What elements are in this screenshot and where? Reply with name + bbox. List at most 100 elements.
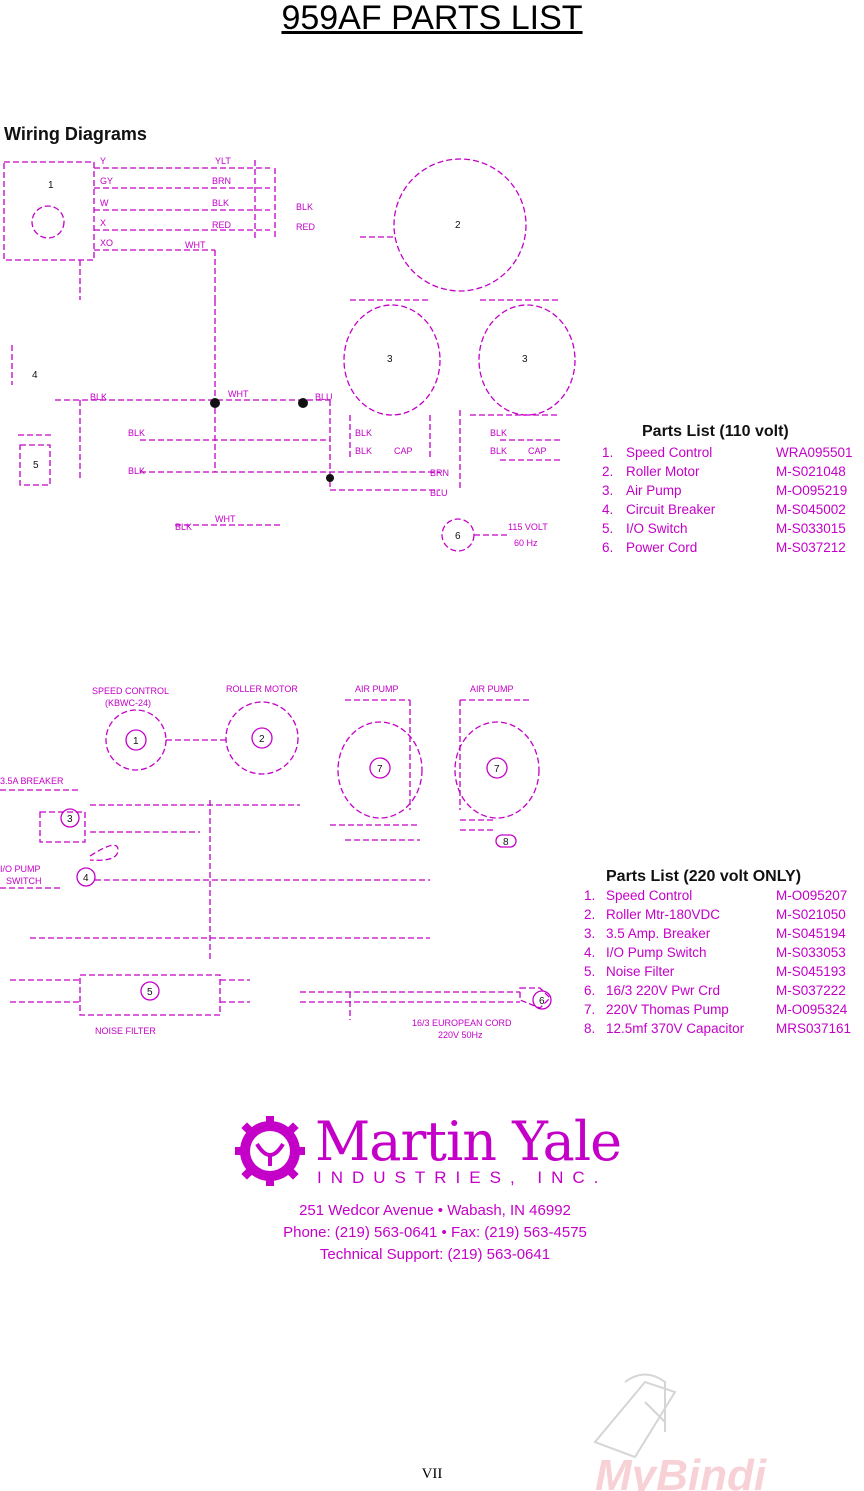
parts-list-row: 3. Air Pump M-O095219 [600,483,864,502]
part-num: 2. [602,464,614,479]
part-num: 6. [584,983,596,998]
part-part: M-S045194 [776,926,846,941]
mybindi-watermark: MyBindi [593,1373,767,1491]
svg-text:8: 8 [503,837,509,848]
svg-text:BLU: BLU [430,488,448,498]
svg-text:CAP: CAP [528,446,547,456]
svg-text:220V 50Hz: 220V 50Hz [438,1030,483,1040]
svg-text:4: 4 [83,873,89,884]
company-contact: 251 Wedcor Avenue • Wabash, IN 46992 Pho… [235,1200,635,1266]
svg-text:2: 2 [259,734,265,745]
parts-list-220v-heading: Parts List (220 volt ONLY) [606,868,802,885]
svg-text:5: 5 [147,987,153,998]
svg-text:GY: GY [100,176,113,186]
part-name: 12.5mf 370V Capacitor [606,1021,745,1036]
svg-text:WHT: WHT [185,240,206,250]
svg-text:SWITCH: SWITCH [6,876,42,886]
svg-text:115 VOLT: 115 VOLT [508,522,548,532]
svg-text:1: 1 [133,736,139,747]
part-name: I/O Pump Switch [606,945,707,960]
svg-text:BLK: BLK [355,446,372,456]
part-part: M-O095219 [776,483,848,498]
company-phone: Phone: (219) 563-0641 • Fax: (219) 563-4… [283,1224,587,1241]
part-part: MRS037161 [776,1021,852,1036]
svg-text:BLK: BLK [296,202,313,212]
part-name: Circuit Breaker [626,502,716,517]
part-part: M-S021048 [776,464,846,479]
svg-text:ROLLER MOTOR: ROLLER MOTOR [226,684,298,694]
part-num: 8. [584,1021,596,1036]
svg-text:AIR PUMP: AIR PUMP [355,684,399,694]
svg-text:3.5A BREAKER: 3.5A BREAKER [0,776,64,786]
svg-text:7: 7 [494,764,500,775]
part-num: 6. [602,540,614,555]
svg-text:SPEED CONTROL: SPEED CONTROL [92,686,169,696]
svg-text:3: 3 [522,354,528,365]
part-part: M-S045193 [776,964,846,979]
svg-text:BLK: BLK [128,428,145,438]
svg-text:I/O PUMP: I/O PUMP [0,864,41,874]
martin-yale-logo: Martin Yale INDUSTRIES, INC. 251 Wedcor … [235,1110,635,1270]
svg-text:AIR PUMP: AIR PUMP [470,684,514,694]
svg-text:X: X [100,218,106,228]
svg-text:6: 6 [539,996,545,1007]
company-support: Technical Support: (219) 563-0641 [319,1246,551,1263]
part-name: Power Cord [626,540,698,555]
svg-text:XO: XO [100,238,113,248]
svg-text:BLK: BLK [128,466,145,476]
wiring-diagram-220v: SPEED CONTROL (KBWC-24) ROLLER MOTOR AIR… [0,684,552,1040]
svg-text:Y: Y [100,156,106,166]
part-name: 16/3 220V Pwr Crd [606,983,721,998]
svg-text:7: 7 [377,764,383,775]
svg-text:WHT: WHT [215,514,236,524]
part-part: M-S037222 [776,983,846,998]
part-part: WRA095501 [776,445,853,460]
svg-text:RED: RED [212,220,232,230]
svg-text:CAP: CAP [394,446,413,456]
part-num: 1. [602,445,614,460]
part-name: Air Pump [626,483,682,498]
svg-text:4: 4 [32,370,38,381]
part-num: 3. [584,926,596,941]
svg-text:16/3 EUROPEAN CORD: 16/3 EUROPEAN CORD [412,1018,512,1028]
svg-text:(KBWC-24): (KBWC-24) [105,698,151,708]
svg-text:3: 3 [387,354,393,365]
svg-text:6: 6 [455,531,461,542]
part-part: M-S045002 [776,502,846,517]
svg-text:WHT: WHT [228,389,249,399]
page-number: VII [421,1466,443,1482]
svg-text:BRN: BRN [430,468,449,478]
svg-text:5: 5 [33,460,39,471]
part-name: Roller Mtr-180VDC [606,907,721,922]
svg-text:BLU: BLU [315,392,333,402]
svg-text:YLT: YLT [215,156,231,166]
svg-text:BLK: BLK [490,428,507,438]
svg-text:60 Hz: 60 Hz [514,538,538,548]
page-title: 959AF PARTS LIST [281,0,583,37]
part-name: I/O Switch [626,521,688,536]
svg-text:BRN: BRN [212,176,231,186]
svg-text:W: W [100,198,109,208]
company-address: 251 Wedcor Avenue • Wabash, IN 46992 [299,1202,571,1219]
part-part: M-O095324 [776,1002,848,1017]
part-num: 3. [602,483,614,498]
logo-name: Martin Yale [315,1110,622,1173]
part-name: Speed Control [606,888,693,903]
svg-text:BLK: BLK [355,428,372,438]
wiring-diagrams-heading: Wiring Diagrams [4,124,147,144]
svg-text:BLK: BLK [490,446,507,456]
part-name: Noise Filter [606,964,675,979]
part-part: M-S033053 [776,945,846,960]
parts-list-110v-heading: Parts List (110 volt) [642,423,789,440]
svg-text:RED: RED [296,222,316,232]
